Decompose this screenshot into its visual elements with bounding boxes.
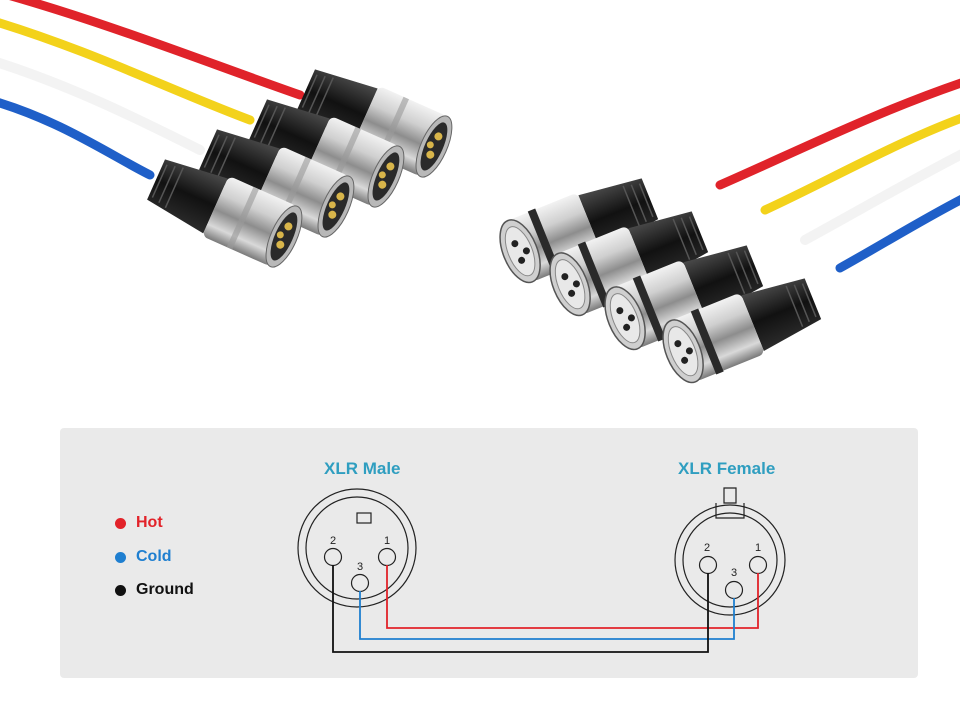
product-photo: [0, 0, 960, 390]
male-pin-3: [350, 573, 370, 593]
cold-dot: [115, 551, 126, 563]
male-pin-2: [323, 547, 343, 567]
cable-yellow: [760, 113, 960, 215]
cold-wire: [359, 591, 735, 640]
hot-dot: [115, 517, 126, 529]
cable-white: [800, 149, 960, 245]
cable-white: [0, 57, 205, 155]
hot-wire: [386, 565, 759, 629]
cable-red: [8, 0, 305, 100]
female-pin-1: [748, 555, 768, 575]
female-pin-3-label: 3: [731, 567, 737, 579]
ground-dot: [115, 584, 126, 596]
xlr-male-title: XLR Male: [324, 459, 401, 478]
female-pin-2-label: 2: [704, 542, 710, 554]
female-pin-3: [724, 580, 744, 600]
legend-label-hot: Hot: [136, 514, 163, 531]
legend-label-cold: Cold: [136, 548, 172, 565]
male-pin-3-label: 3: [357, 561, 363, 573]
legend-item-ground: Ground: [115, 580, 194, 600]
xlr-male-diagram: [297, 488, 417, 608]
legend-item-cold: Cold: [115, 547, 172, 567]
female-pin-1-label: 1: [755, 542, 761, 554]
xlr-female-title: XLR Female: [678, 459, 776, 478]
cable-red: [715, 78, 960, 190]
xlr-female-diagram: [674, 487, 786, 616]
cable-blue: [0, 98, 155, 180]
ground-wire: [332, 565, 709, 653]
male-pin-1-label: 1: [384, 535, 390, 547]
female-pin-2: [698, 555, 718, 575]
cable-yellow: [0, 18, 255, 125]
female-cables: [715, 78, 960, 273]
legend-item-hot: Hot: [115, 513, 163, 533]
cable-blue: [835, 195, 960, 273]
male-pin-1: [377, 547, 397, 567]
wiring-diagram-panel: [60, 428, 918, 678]
legend-label-ground: Ground: [136, 581, 194, 598]
male-pin-2-label: 2: [330, 535, 336, 547]
male-cables: [0, 0, 305, 180]
